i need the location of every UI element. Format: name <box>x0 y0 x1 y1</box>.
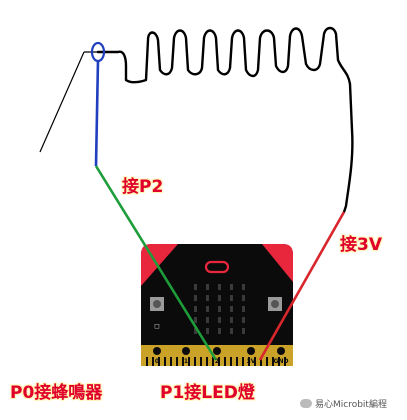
led <box>230 306 233 312</box>
connector-gap <box>176 357 178 366</box>
probe-wire <box>39 51 98 153</box>
wire-p1 <box>94 165 218 361</box>
led <box>218 284 221 290</box>
connector-gap <box>236 357 238 366</box>
led <box>194 328 197 334</box>
led <box>194 284 197 290</box>
led <box>242 295 245 301</box>
led <box>206 306 209 312</box>
connector-gap <box>266 357 268 366</box>
board-logo <box>204 260 230 274</box>
label-p1-led: P1接LED燈 <box>160 383 255 403</box>
led <box>242 317 245 323</box>
connector-gap <box>152 357 154 366</box>
led <box>206 328 209 334</box>
led <box>218 317 221 323</box>
led <box>206 295 209 301</box>
led <box>194 317 197 323</box>
microbit-board: ◻ <box>141 244 293 366</box>
connector-gap <box>206 357 208 366</box>
connector-gap <box>212 357 214 366</box>
button-b <box>268 297 282 311</box>
wechat-icon <box>300 399 312 408</box>
label-p2: 接P2 <box>122 177 164 197</box>
wire-p2 <box>94 59 100 167</box>
pin-label: 1 <box>184 358 188 365</box>
connector-gap <box>158 357 160 366</box>
pin-hole <box>247 347 255 355</box>
led <box>242 328 245 334</box>
led <box>218 295 221 301</box>
button-a: ◻ <box>150 297 164 330</box>
connector-gap <box>182 357 184 366</box>
svg-text:◻: ◻ <box>154 322 160 330</box>
led <box>206 317 209 323</box>
led-matrix <box>194 284 245 334</box>
watermark-text: 易心Microbit編程 <box>315 400 387 410</box>
connector-gap <box>230 357 232 366</box>
led <box>230 284 233 290</box>
pin-labels: 0 1 2 3V GND <box>153 347 288 365</box>
pin-hole <box>182 347 190 355</box>
pin-hole <box>213 347 221 355</box>
led <box>242 306 245 312</box>
connector-gap <box>242 357 244 366</box>
connector-gap <box>194 357 196 366</box>
maze-wire <box>96 26 354 214</box>
connector-gap <box>272 357 274 366</box>
led <box>218 328 221 334</box>
connector-gap <box>164 357 166 366</box>
label-p0-buzzer: P0接蜂鳴器 <box>10 383 103 403</box>
connector-gap <box>200 357 202 366</box>
led <box>242 284 245 290</box>
pin-label: 2 <box>215 358 219 365</box>
led <box>218 306 221 312</box>
pin-hole <box>277 347 285 355</box>
wire-3v <box>258 211 346 361</box>
connector-gap <box>260 357 262 366</box>
led <box>206 284 209 290</box>
pin-label: GND <box>274 358 289 365</box>
connector-gap <box>146 357 148 366</box>
connector-gap <box>254 357 256 366</box>
led <box>194 306 197 312</box>
led <box>230 295 233 301</box>
connector-gap <box>224 357 226 366</box>
connector-gap <box>284 357 286 366</box>
pin-label: 0 <box>155 358 159 365</box>
connector-gap <box>218 357 220 366</box>
pin-label: 3V <box>247 358 256 365</box>
edge-connector <box>146 357 286 366</box>
connector-gap <box>170 357 172 366</box>
connector-gap <box>278 357 280 366</box>
connector-gap <box>248 357 250 366</box>
watermark: 易心Microbit編程 <box>300 397 387 410</box>
connector-gap <box>188 357 190 366</box>
pin-hole <box>153 347 161 355</box>
led <box>230 328 233 334</box>
led <box>194 295 197 301</box>
label-3v: 接3V <box>340 235 382 255</box>
led <box>230 317 233 323</box>
